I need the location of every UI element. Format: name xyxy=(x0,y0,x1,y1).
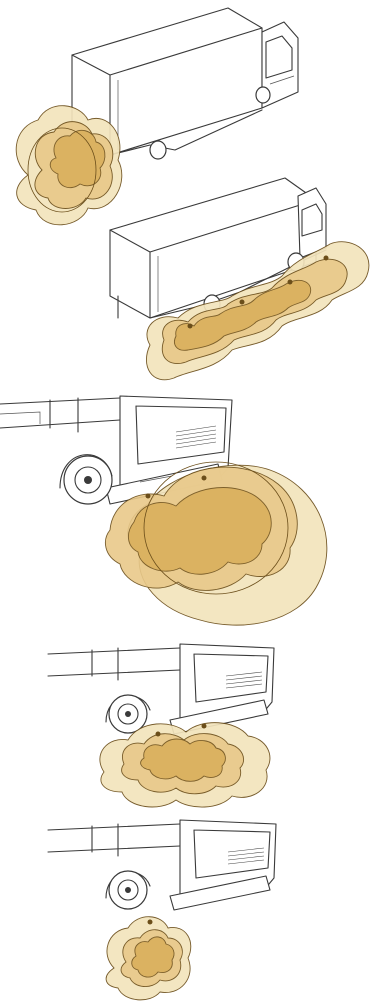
front-corner-sensor-small-zone xyxy=(106,917,191,1000)
truck-front-view-icon xyxy=(48,820,276,910)
truck-front-large-zone-illustration xyxy=(0,392,376,630)
front-sensor-medium-zone xyxy=(100,723,270,807)
truck-detection-illustration-top xyxy=(0,0,376,385)
rear-corner-sensor-zone xyxy=(16,106,122,225)
truck-front-medium-zone-illustration xyxy=(0,640,376,808)
truck-front-view-icon xyxy=(48,644,274,734)
truck-front-small-zone-illustration xyxy=(0,818,376,1003)
